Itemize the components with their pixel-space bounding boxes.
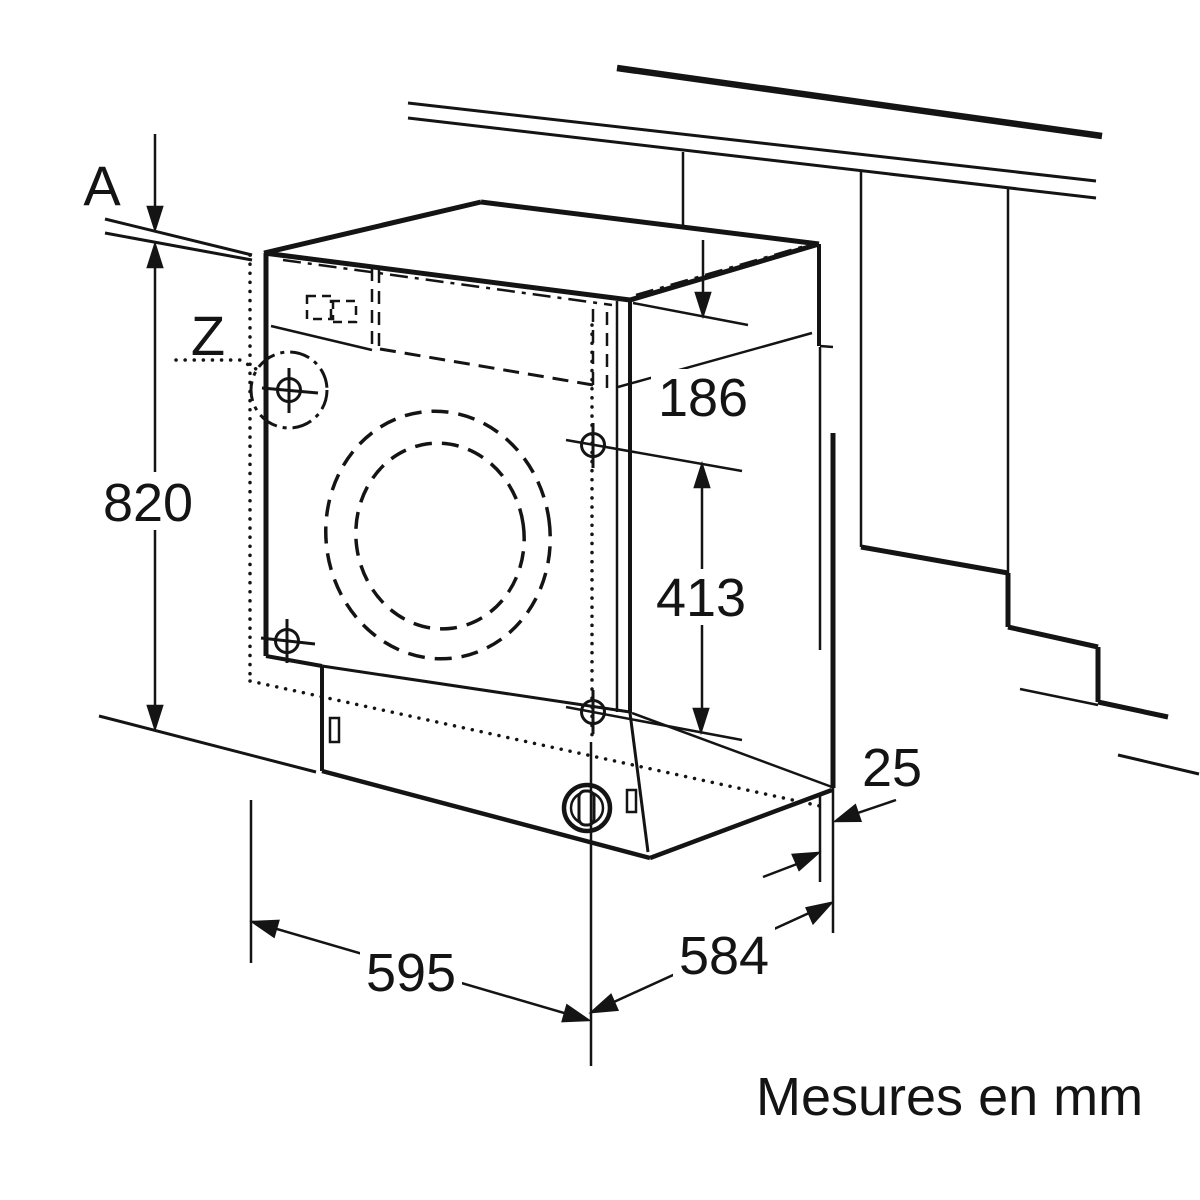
niche-dotted-outline bbox=[174, 253, 822, 808]
label-detail-z: Z bbox=[191, 304, 225, 367]
label-masks bbox=[96, 369, 775, 1000]
label-niche-height: 820 bbox=[103, 473, 193, 533]
dim-595 bbox=[249, 742, 593, 1066]
label-panel-height: 186 bbox=[658, 368, 748, 428]
screw-top-right bbox=[565, 423, 743, 473]
label-worktop-thickness: A bbox=[83, 154, 121, 217]
toe-kick-steps bbox=[860, 544, 1169, 720]
label-fixing-spacing: 413 bbox=[656, 568, 746, 628]
label-width: 595 bbox=[366, 943, 456, 1003]
machine-plinth bbox=[320, 664, 833, 861]
detail-z-circle bbox=[249, 350, 329, 430]
screw-top-left bbox=[261, 368, 319, 413]
control-panel bbox=[270, 244, 813, 389]
pump-access-knob bbox=[561, 782, 613, 834]
floor-line bbox=[98, 714, 317, 774]
cabinet-side-panels bbox=[681, 152, 1200, 776]
dim-worktop-A bbox=[146, 134, 164, 234]
display-window bbox=[305, 294, 335, 321]
worktop-and-wall-lines bbox=[104, 64, 1103, 262]
furniture-door-edge bbox=[818, 344, 836, 933]
units-note: Mesures en mm bbox=[756, 1067, 1143, 1127]
dim-25 bbox=[762, 798, 897, 879]
dim-186 bbox=[632, 240, 749, 327]
z-leader-line bbox=[174, 358, 258, 371]
display-window-2 bbox=[329, 299, 358, 324]
plinth-slot-left bbox=[328, 716, 341, 744]
plinth-slot-right bbox=[625, 788, 638, 814]
fixing-screws bbox=[249, 350, 743, 742]
screw-bottom-left bbox=[260, 619, 316, 663]
label-door-gap: 25 bbox=[862, 738, 922, 798]
label-depth: 584 bbox=[679, 926, 769, 986]
door-porthole bbox=[324, 409, 552, 661]
machine-outline bbox=[263, 199, 821, 713]
